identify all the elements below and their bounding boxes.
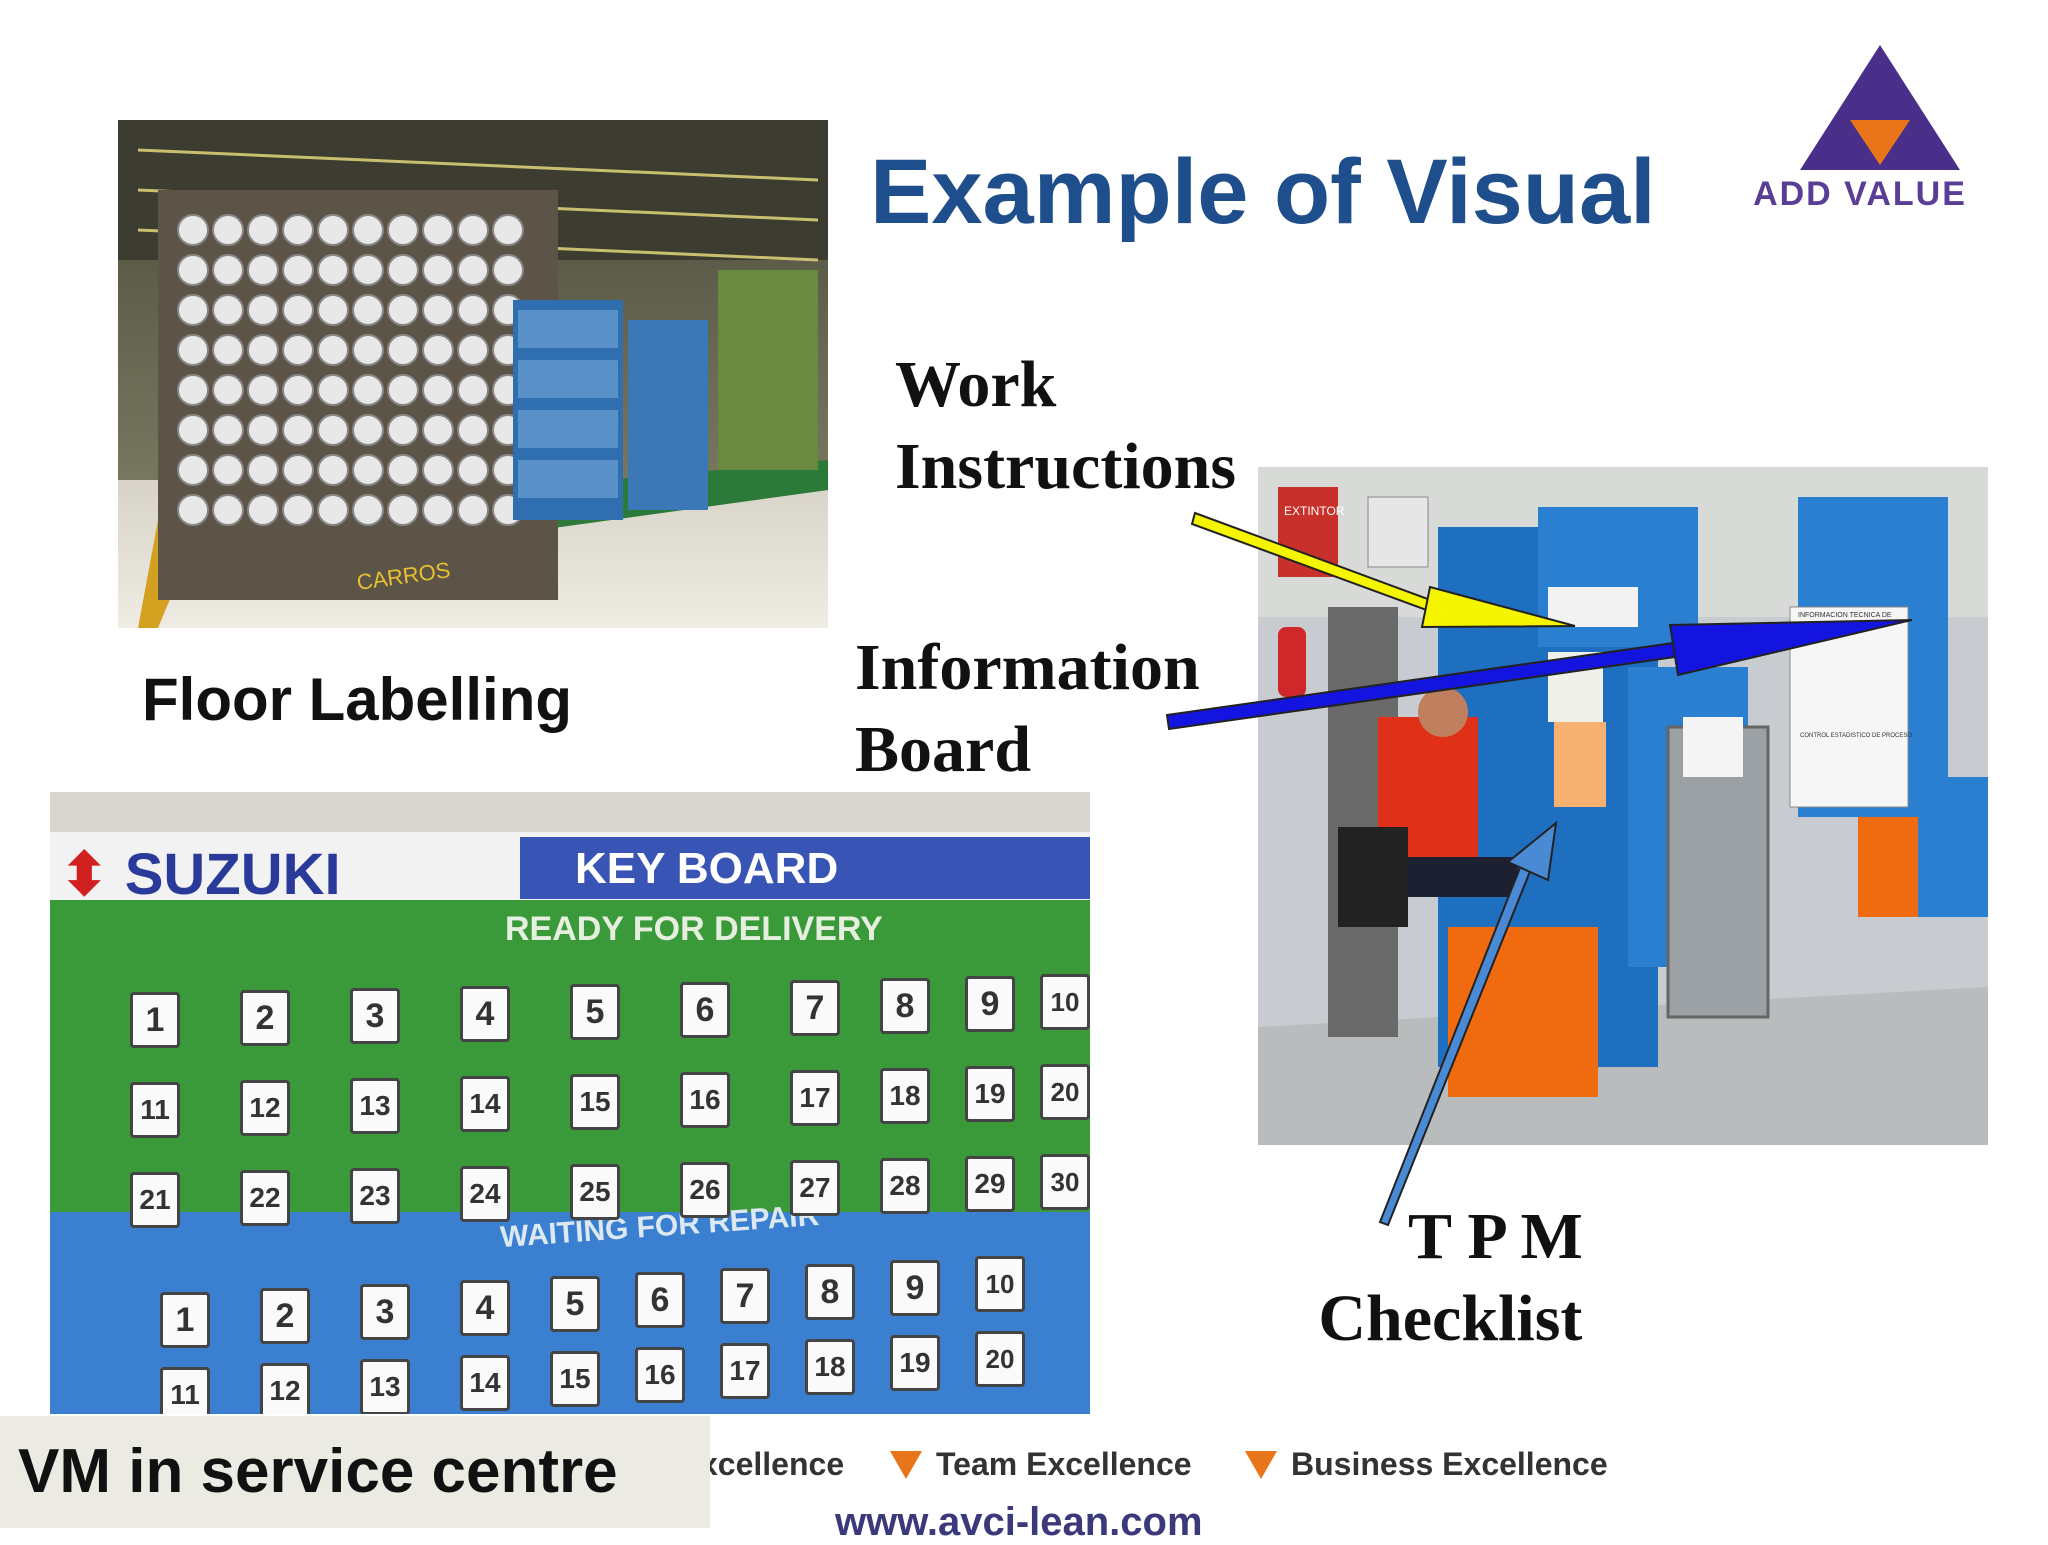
ready-for-delivery-label: READY FOR DELIVERY: [505, 910, 883, 948]
key-tag: 19: [965, 1066, 1015, 1122]
key-tag: 10: [975, 1256, 1025, 1312]
bottom-caption-box: VM in service centre: [0, 1416, 710, 1528]
key-tag: 10: [1040, 974, 1090, 1030]
suzuki-brand: ⬍ SUZUKI: [60, 840, 341, 908]
key-tag: 14: [460, 1355, 510, 1411]
key-tag: 4: [460, 1280, 510, 1336]
key-tag: 16: [635, 1347, 685, 1403]
keyboard-title: KEY BOARD: [575, 844, 839, 893]
key-tag: 17: [790, 1070, 840, 1126]
key-tag: 18: [880, 1068, 930, 1124]
key-tag: 11: [130, 1082, 180, 1138]
footer-item-3-text: Business Excellence: [1291, 1446, 1608, 1482]
slide-title: Example of Visual: [870, 141, 1656, 243]
key-tag: 11: [160, 1367, 210, 1414]
info-board-sub: CONTROL ESTADISTICO DE PROCESO: [1800, 733, 1912, 739]
keyboard-title-bar: [520, 837, 1090, 899]
key-tag: 2: [240, 990, 290, 1046]
machine-tpm-photo: EXTINTOR INFORMACION TECNICA DE CONTROL …: [1258, 467, 1988, 1145]
tpm-arrow: [1378, 853, 1537, 1227]
key-tag: 21: [130, 1172, 180, 1228]
key-tag: 7: [790, 980, 840, 1036]
orange-triangle-icon: [890, 1450, 922, 1479]
key-tag: 4: [460, 986, 510, 1042]
key-tag: 16: [680, 1072, 730, 1128]
floor-labelling-photo: CARROS: [118, 120, 828, 628]
work-instructions-arrowhead: [1420, 585, 1576, 629]
information-board-arrowhead: [1668, 619, 1913, 677]
key-tag: 14: [460, 1076, 510, 1132]
footer-url[interactable]: www.avci-lean.com: [835, 1500, 1203, 1544]
key-tag: 26: [680, 1162, 730, 1218]
work-instructions-line1: Work: [895, 348, 1057, 421]
key-tag: 9: [965, 976, 1015, 1032]
key-tag: 20: [1040, 1064, 1090, 1120]
extintor-sign: EXTINTOR: [1284, 504, 1345, 518]
footer-item-1-text: xcellence: [700, 1446, 845, 1482]
tpm-checklist-label: T P M Checklist: [1318, 1196, 1583, 1360]
key-tag: 17: [720, 1343, 770, 1399]
key-tag: 18: [805, 1339, 855, 1395]
floor-labelling-caption: Floor Labelling: [142, 666, 572, 733]
key-tag: 8: [880, 978, 930, 1034]
key-tag: 3: [350, 988, 400, 1044]
key-tag: 24: [460, 1166, 510, 1222]
key-tag: 20: [975, 1331, 1025, 1387]
work-instructions-label: Work Instructions: [895, 344, 1236, 508]
key-tag: 3: [360, 1284, 410, 1340]
add-value-logo: ADD VALUE: [1700, 40, 2020, 220]
footer-item-business-excellence: Business Excellence: [1245, 1446, 1608, 1483]
work-instructions-line2: Instructions: [895, 430, 1237, 503]
tpm-arrowhead: [1506, 820, 1558, 882]
bottom-caption-text: VM in service centre: [18, 1437, 618, 1506]
key-tag: 28: [880, 1158, 930, 1214]
key-tag: 25: [570, 1164, 620, 1220]
logo-text: ADD VALUE: [1753, 175, 1967, 213]
key-tag: 7: [720, 1268, 770, 1324]
logo-triangle-icon: [1800, 45, 1960, 170]
key-tag: 15: [570, 1074, 620, 1130]
suzuki-logo-icon: ⬍: [60, 842, 109, 907]
key-tag: 27: [790, 1160, 840, 1216]
key-tag: 15: [550, 1351, 600, 1407]
key-tag: 13: [350, 1078, 400, 1134]
key-tag: 22: [240, 1170, 290, 1226]
information-board-line1: Information: [855, 631, 1200, 704]
key-tag: 2: [260, 1288, 310, 1344]
key-tag: 5: [550, 1276, 600, 1332]
footer-item-team-excellence: Team Excellence: [890, 1446, 1192, 1483]
key-tag: 30: [1040, 1154, 1090, 1210]
key-tag: 1: [130, 992, 180, 1048]
suzuki-brand-text: SUZUKI: [124, 842, 341, 907]
key-tag: 12: [260, 1363, 310, 1414]
key-tag: 6: [680, 982, 730, 1038]
footer-item-2-text: Team Excellence: [936, 1446, 1192, 1482]
key-tag: 9: [890, 1260, 940, 1316]
information-board-line2: Board: [855, 713, 1032, 786]
info-board-header: INFORMACION TECNICA DE: [1798, 612, 1892, 619]
key-tag: 29: [965, 1156, 1015, 1212]
tpm-line2: Checklist: [1318, 1282, 1583, 1355]
key-tag: 6: [635, 1272, 685, 1328]
footer-item-excellence: xcellence: [700, 1446, 844, 1483]
key-tag: 8: [805, 1264, 855, 1320]
key-tag: 1: [160, 1292, 210, 1348]
suzuki-key-board-photo: ⬍ SUZUKI KEY BOARD READY FOR DELIVERY WA…: [50, 792, 1090, 1414]
information-board-arrow: [1165, 640, 1684, 731]
tpm-line1: T P M: [1408, 1200, 1583, 1273]
key-tag: 13: [360, 1359, 410, 1414]
work-instructions-arrow: [1190, 511, 1446, 617]
key-tag: 23: [350, 1168, 400, 1224]
key-tag: 5: [570, 984, 620, 1040]
key-tag: 19: [890, 1335, 940, 1391]
orange-triangle-icon: [1245, 1450, 1277, 1479]
information-board-label: Information Board: [855, 627, 1200, 791]
key-tag: 12: [240, 1080, 290, 1136]
